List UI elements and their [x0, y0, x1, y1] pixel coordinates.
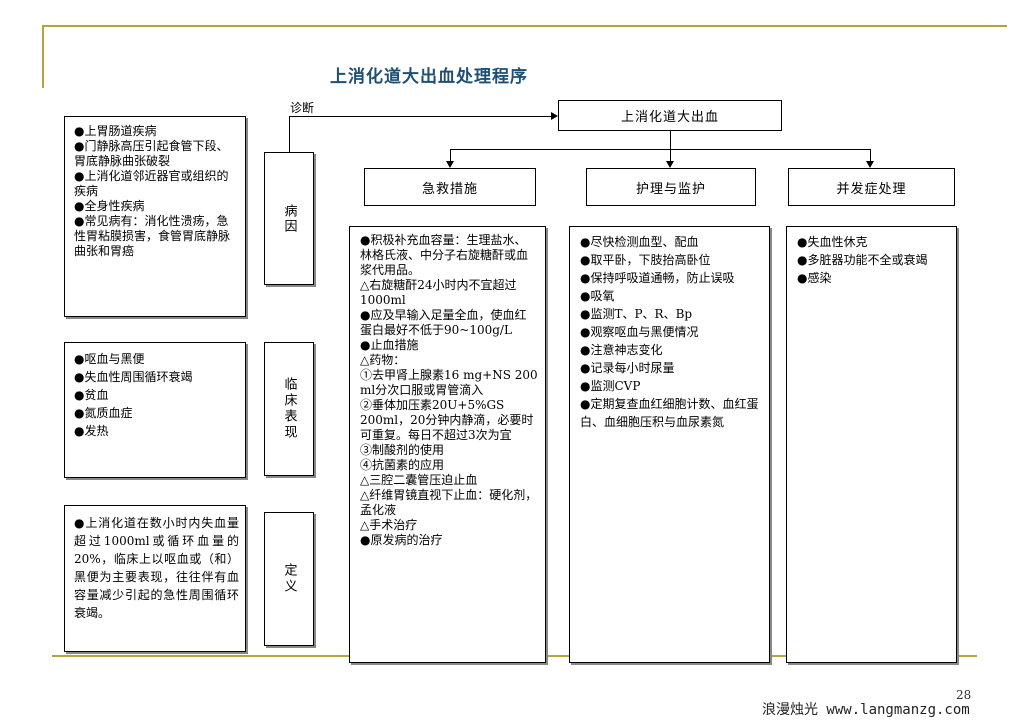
rescue-list: ●积极补充血容量：生理盐水、林格氏液、中分子右旋糖酐或血浆代用品。 △右旋糖酐2… — [360, 233, 538, 548]
list-item: △纤维胃镜直视下止血：硬化剂，孟化液 — [360, 488, 538, 517]
list-item: ●取平卧，下肢抬高卧位 — [580, 253, 711, 267]
left-rule — [42, 25, 44, 88]
list-item: ●观察呕血与黑便情况 — [580, 325, 699, 339]
list-item: ●上胃肠道疾病 — [74, 124, 157, 138]
diagnosis-label: 诊断 — [290, 101, 315, 115]
branch-mid-arrow — [666, 161, 674, 168]
list-item: ●感染 — [797, 271, 832, 285]
complication-box: ●失血性休克 ●多脏器功能不全或衰竭 ●感染 — [786, 226, 957, 663]
care-header: 护理与监护 — [586, 168, 756, 206]
top-box-label: 上消化道大出血 — [620, 110, 719, 125]
complication-header-label: 并发症处理 — [836, 181, 907, 197]
list-item: ●监测T、P、R、Bp — [580, 307, 693, 321]
complication-list: ●失血性休克 ●多脏器功能不全或衰竭 ●感染 — [797, 233, 949, 287]
branch-left — [450, 149, 451, 163]
branch-mid — [670, 149, 671, 163]
care-header-label: 护理与监护 — [635, 181, 706, 197]
clinical-label-box: 临床表现 — [264, 342, 314, 476]
list-item: ●积极补充血容量：生理盐水、林格氏液、中分子右旋糖酐或血浆代用品。 — [360, 233, 529, 277]
cause-label: 病因 — [281, 203, 297, 234]
rescue-header: 急救措施 — [364, 168, 536, 206]
list-item: ●尽快检测血型、配血 — [580, 235, 699, 249]
branch-left-arrow — [446, 161, 454, 168]
list-item: ●失血性休克 — [797, 235, 868, 249]
list-item: ②垂体加压素20U+5%GS 200ml，20分钟内静滴，必要时可重复。每日不超… — [360, 398, 534, 442]
list-item: ④抗菌素的应用 — [360, 458, 445, 472]
rescue-header-label: 急救措施 — [421, 181, 478, 197]
top-box: 上消化道大出血 — [558, 100, 782, 131]
clinical-list: ●呕血与黑便 ●失血性周围循环衰竭 ●贫血 ●氮质血症 ●发热 — [74, 350, 239, 440]
list-item: ●保持呼吸道通畅，防止误吸 — [580, 271, 735, 285]
diag-connector-h — [289, 116, 551, 117]
list-item: △药物： — [360, 353, 406, 367]
care-box: ●尽快检测血型、配血 ●取平卧，下肢抬高卧位 ●保持呼吸道通畅，防止误吸 ●吸氧… — [569, 226, 770, 663]
list-item: ●多脏器功能不全或衰竭 — [797, 253, 928, 267]
list-item: ●呕血与黑便 — [74, 352, 145, 366]
list-item: ●失血性周围循环衰竭 — [74, 370, 193, 384]
list-item: ●贫血 — [74, 388, 109, 402]
list-item: △手术治疗 — [360, 518, 418, 532]
clinical-box: ●呕血与黑便 ●失血性周围循环衰竭 ●贫血 ●氮质血症 ●发热 — [64, 342, 246, 478]
care-list: ●尽快检测血型、配血 ●取平卧，下肢抬高卧位 ●保持呼吸道通畅，防止误吸 ●吸氧… — [580, 233, 762, 431]
list-item: ●定期复查血红细胞计数、血红蛋白、血细胞压积与血尿素氮 — [580, 397, 759, 429]
footer-watermark: 浪漫烛光 www.langmanzg.com — [762, 702, 970, 718]
list-item: △右旋糖酐24小时内不宜超过1000ml — [360, 278, 517, 307]
list-item: ●门静脉高压引起食管下段、胃底静脉曲张破裂 — [74, 139, 229, 168]
list-item: ●注意神志变化 — [580, 343, 663, 357]
list-item: ●记录每小时尿量 — [580, 361, 675, 375]
list-item: △三腔二囊管压迫止血 — [360, 473, 478, 487]
branch-right-arrow — [866, 161, 874, 168]
clinical-label: 临床表现 — [281, 377, 297, 441]
cause-box: ●上胃肠道疾病 ●门静脉高压引起食管下段、胃底静脉曲张破裂 ●上消化道邻近器官或… — [64, 116, 246, 317]
list-item: ③制酸剂的使用 — [360, 443, 445, 457]
list-item: ●氮质血症 — [74, 406, 133, 420]
diag-arrow — [551, 112, 558, 120]
list-item: ●应及早输入足量全血，使血红蛋白最好不低于90~100g/L — [360, 308, 527, 337]
diag-connector-v — [289, 116, 290, 152]
list-item: ●上消化道邻近器官或组织的疾病 — [74, 169, 229, 198]
list-item: ①去甲肾上腺素16 mg+NS 200 ml分次口服或胃管滴入 — [360, 368, 538, 397]
list-item: ●止血措施 — [360, 338, 419, 352]
definition-list: ●上消化道在数小时内失血量超过1000ml或循环血量的20%，临床上以呕血或（和… — [74, 514, 239, 622]
definition-label: 定义 — [281, 563, 297, 595]
page-title: 上消化道大出血处理程序 — [330, 67, 528, 87]
rescue-box: ●积极补充血容量：生理盐水、林格氏液、中分子右旋糖酐或血浆代用品。 △右旋糖酐2… — [349, 226, 546, 663]
definition-box: ●上消化道在数小时内失血量超过1000ml或循环血量的20%，临床上以呕血或（和… — [64, 505, 246, 652]
branch-right — [870, 149, 871, 163]
cause-list: ●上胃肠道疾病 ●门静脉高压引起食管下段、胃底静脉曲张破裂 ●上消化道邻近器官或… — [74, 124, 239, 259]
top-rule — [42, 25, 1007, 27]
complication-header: 并发症处理 — [788, 168, 955, 206]
page-number: 28 — [956, 688, 972, 702]
list-item: ●吸氧 — [580, 289, 615, 303]
list-item: ●全身性疾病 — [74, 199, 145, 213]
list-item: ●常见病有：消化性溃疡，急性胃粘膜损害，食管胃底静脉曲张和胃癌 — [74, 214, 231, 258]
branch-h — [450, 149, 870, 150]
top-box-stem — [670, 131, 671, 149]
list-item: ●监测CVP — [580, 379, 641, 393]
definition-label-box: 定义 — [264, 512, 314, 646]
list-item: ●发热 — [74, 424, 109, 438]
list-item: ●上消化道在数小时内失血量超过1000ml或循环血量的20%，临床上以呕血或（和… — [74, 516, 239, 620]
list-item: ●原发病的治疗 — [360, 533, 443, 547]
cause-label-box: 病因 — [264, 152, 314, 285]
